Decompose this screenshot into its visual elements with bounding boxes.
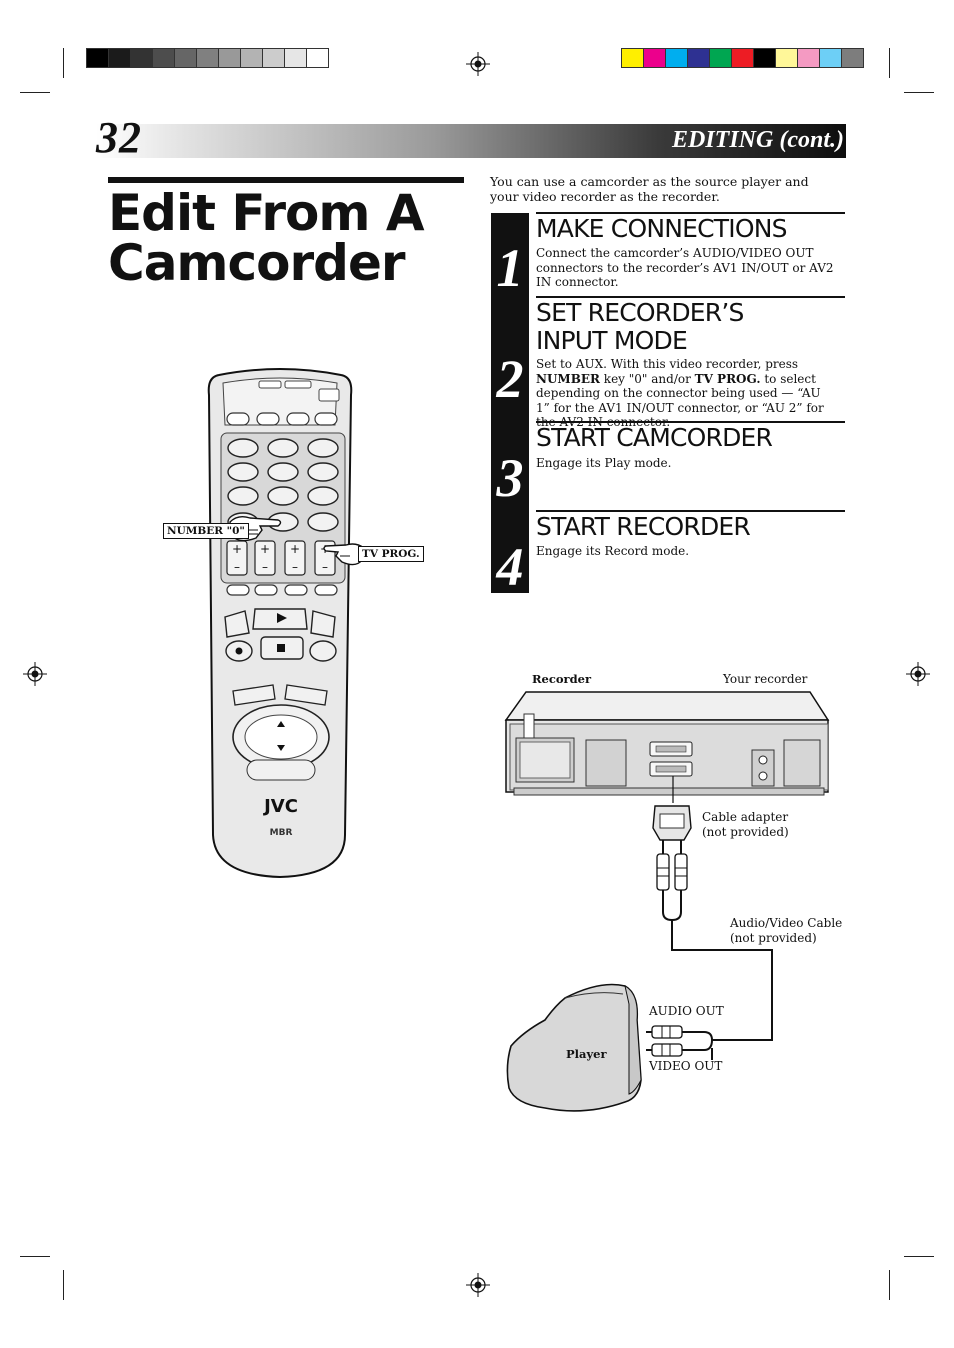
page-title: Edit From A Camcorder [108, 184, 425, 292]
video-out-label: VIDEO OUT [649, 1059, 723, 1073]
crop-mark [904, 1256, 934, 1257]
crop-mark [20, 92, 50, 93]
player-label: Player [566, 1047, 607, 1061]
intro-text: You can use a camcorder as the source pl… [490, 174, 809, 204]
av-cable-line: Audio/Video Cable [730, 916, 843, 930]
calibration-swatch [108, 48, 131, 68]
step-body: Engage its Record mode. [536, 544, 690, 558]
svg-text:+: + [232, 542, 242, 556]
calibration-swatch [731, 48, 754, 68]
step-heading: START CAMCORDER [536, 423, 773, 452]
av-cable-line: (not provided) [730, 931, 817, 945]
step-heading: START RECORDER [536, 512, 751, 541]
cable-adapter-line: Cable adapter [702, 810, 789, 824]
calibration-swatch [709, 48, 732, 68]
calibration-swatch [643, 48, 666, 68]
step-body: Connect the camcorder’s AUDIO/VIDEO OUT … [536, 246, 834, 289]
remote-logo: MBR [270, 828, 293, 838]
calibration-swatch [797, 48, 820, 68]
calibration-swatch [306, 48, 329, 68]
calibration-swatch [262, 48, 285, 68]
svg-text:+: + [260, 542, 270, 556]
calibration-swatch [174, 48, 197, 68]
registration-mark-icon [906, 662, 930, 686]
step-body-text: Set to AUX. With this video recorder, pr… [536, 357, 799, 371]
calibration-swatch [753, 48, 776, 68]
svg-text:–: – [234, 560, 240, 574]
calibration-swatch [687, 48, 710, 68]
step-heading: SET RECORDER’S INPUT MODE [536, 298, 744, 355]
remote-brand: JVC [262, 796, 298, 817]
calibration-swatch [841, 48, 864, 68]
registration-mark-icon [23, 662, 47, 686]
calibration-swatch [621, 48, 644, 68]
step-body-text: key "0" and/or [599, 371, 695, 386]
step-number: 4 [491, 511, 529, 597]
step-body: Engage its Play mode. [536, 456, 672, 470]
svg-text:–: – [292, 560, 298, 574]
registration-mark-icon [466, 52, 490, 76]
step-number: 3 [491, 421, 529, 511]
recorder-illustration [504, 691, 830, 803]
cable-illustration [646, 805, 773, 1060]
audio-out-label: AUDIO OUT [649, 1004, 724, 1018]
your-recorder-label: Your recorder [723, 672, 808, 686]
calibration-swatch [665, 48, 688, 68]
title-rule [108, 177, 464, 183]
calibration-swatch [130, 48, 153, 68]
crop-mark [889, 1270, 890, 1300]
crop-mark [889, 48, 890, 78]
callout-tv-prog: TV PROG. [358, 546, 424, 562]
section-label: EDITING (cont.) [672, 127, 844, 153]
crop-mark [63, 1270, 64, 1300]
hand-pointer-icon [323, 543, 365, 566]
calibration-swatch [775, 48, 798, 68]
av-cable-label: Audio/Video Cable (not provided) [730, 916, 842, 946]
calibration-swatch [284, 48, 307, 68]
step-number: 2 [491, 297, 529, 421]
svg-text:+: + [290, 542, 300, 556]
step-body: Set to AUX. With this video recorder, pr… [536, 357, 836, 430]
cable-adapter-label: Cable adapter (not provided) [702, 810, 789, 840]
calibration-swatch [86, 48, 109, 68]
step-heading: MAKE CONNECTIONS [536, 214, 788, 243]
calibration-swatch [819, 48, 842, 68]
step-body-key: TV PROG. [694, 371, 761, 386]
crop-mark [904, 92, 934, 93]
camcorder-illustration [506, 983, 642, 1112]
registration-mark-icon [466, 1273, 490, 1297]
calibration-swatch [196, 48, 219, 68]
step-rule [536, 212, 845, 214]
svg-text:–: – [262, 560, 268, 574]
calibration-swatch [240, 48, 263, 68]
crop-mark [20, 1256, 50, 1257]
calibration-swatch [152, 48, 175, 68]
step-rule [536, 421, 845, 423]
callout-number-zero: NUMBER "0" [163, 523, 249, 539]
recorder-label: Recorder [532, 672, 592, 686]
step-body-key: NUMBER [536, 371, 600, 386]
step-rule [536, 296, 845, 298]
step-rule [536, 510, 845, 512]
step-number: 1 [491, 213, 529, 298]
header-band [96, 124, 846, 158]
page-number: 32 [96, 113, 142, 162]
svg-text:–: – [322, 560, 328, 574]
cable-adapter-line: (not provided) [702, 825, 789, 839]
calibration-swatch [218, 48, 241, 68]
crop-mark [63, 48, 64, 78]
remote-control-illustration: ++++ –––– JVC MBR [207, 368, 353, 879]
